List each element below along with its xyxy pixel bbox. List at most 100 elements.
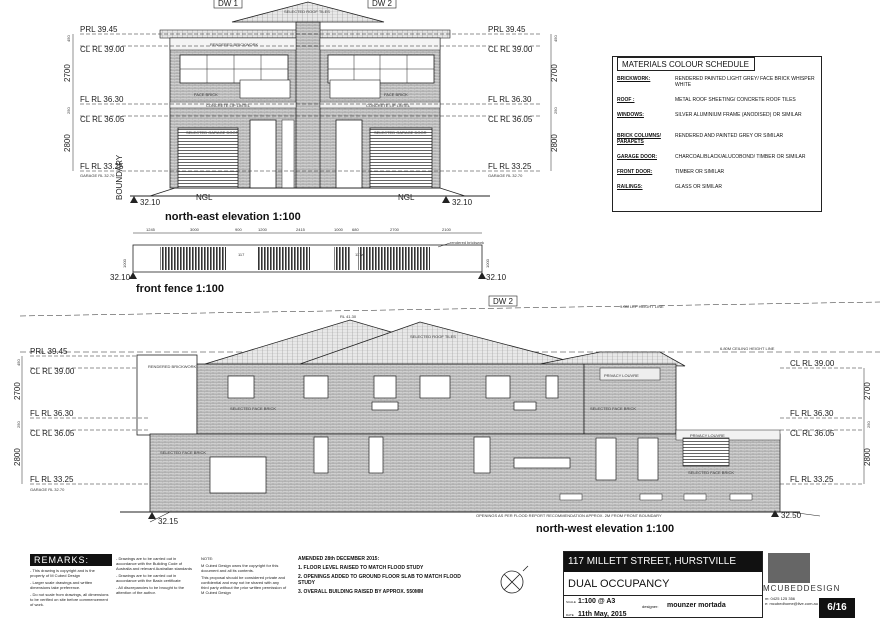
ne-level-cl-lower: CL RL 36.05 [80, 115, 125, 124]
remarks-column-3: NOTE: M Cubed Design owns the copyright … [201, 556, 287, 595]
remark-item: - Larger scale drawings and written dime… [30, 580, 93, 590]
nw-rl-right: 32.50 [781, 511, 802, 520]
nw-flood-note: OPENINGS AS PER FLOOD REPORT RECOMMENDAT… [476, 513, 662, 518]
ne-dim-250-right: 250 [553, 107, 558, 114]
sheet-number: 6/16 [819, 598, 855, 618]
fence-height-right: 1000 [485, 258, 490, 268]
fence-dim-2: 3000 [190, 227, 200, 232]
amendment-item: 1. FLOOR LEVEL RAISED TO MATCH FLOOD STU… [298, 565, 424, 571]
brand-phone: m: 0425 125 356 [765, 596, 796, 601]
ne-dim-450-right: 450 [553, 35, 558, 42]
fence-dim-6: 1000 [334, 227, 344, 232]
schedule-key: BRICKWORK: [617, 76, 651, 82]
ne-ngl-right: NGL [398, 193, 415, 202]
amendments: AMENDED 28th DECEMBER 2015: 1. FLOOR LEV… [298, 556, 468, 595]
fence-number-117a: 117a [355, 252, 364, 257]
drawing-date: 11th May, 2015 [578, 611, 627, 618]
ne-dim-450: 450 [66, 35, 71, 42]
nw-dim-450: 450 [16, 359, 21, 366]
front-fence-elevation: 1245 3000 900 1200 2415 1000 680 2700 21… [110, 227, 507, 295]
nw-level-fl-upper: FL RL 36.30 [30, 409, 74, 418]
ne-elevation-title: north-east elevation 1:100 [165, 211, 301, 223]
nw-note-louvre2: PRIVACY LOUVRE [690, 433, 725, 438]
nw-level-cl-lower-right: CL RL 36.05 [790, 429, 835, 438]
brand-block: MCUBEDDESIGN m: 0425 125 356 e: mcubedho… [763, 551, 890, 618]
schedule-key: RAILINGS: [617, 184, 643, 190]
ne-level-fl-lower: FL RL 33.25 [80, 162, 124, 171]
fence-rl-left: 32.10 [110, 273, 131, 282]
nw-note-brick3: SELECTED FACE BRICK [590, 406, 636, 411]
schedule-value: RENDERED PAINTED LIGHT GREY/ FACE BRICK … [675, 76, 815, 88]
nw-level-fl-lower: FL RL 33.25 [30, 475, 74, 484]
north-east-elevation: 450 2700 250 2800 450 2700 250 2800 PRL … [63, 0, 559, 223]
fence-number-117: 117 [238, 252, 245, 257]
drawing-scale: 1:100 @ A3 [578, 598, 616, 605]
nw-note-brick4: SELECTED FACE BRICK [688, 470, 734, 475]
ne-note-garage2: SELECTED GARAGE DOOR [374, 130, 427, 135]
ne-level-garage: GARAGE RL 32.70 [80, 173, 115, 178]
ne-note-lintel2: CONCRETE LIP LINTEL [366, 103, 411, 108]
fence-dim-5: 2415 [296, 227, 306, 232]
remarks-column-1: - This drawing is copyright and is the p… [30, 568, 110, 607]
remarks-title: REMARKS: [30, 554, 112, 566]
nw-dim-2800: 2800 [13, 448, 22, 466]
north-west-elevation: DW 2 9.0M LEP HEIGHT LINE 6.80M CEILING … [13, 295, 881, 535]
ne-note-garage1: SELECTED GARAGE DOOR [186, 130, 239, 135]
schedule-key: WINDOWS: [617, 112, 644, 118]
remark-item: This proposal should be considered priva… [201, 575, 287, 595]
remark-item: - All discrepancies to be brought to the… [116, 585, 185, 595]
ne-ngl-left: NGL [196, 193, 213, 202]
nw-dim-250: 250 [16, 421, 21, 428]
ne-level-fl-upper-right: FL RL 36.30 [488, 95, 532, 104]
fence-dim-3: 900 [235, 227, 242, 232]
schedule-value: CHARCOAL/BLACK/ALUCOBOND/ TIMBER OR SIMI… [675, 154, 806, 160]
schedule-title: MATERIALS COLOUR SCHEDULE [617, 57, 755, 71]
nw-level-garage: GARAGE RL 32.70 [30, 487, 65, 492]
fence-dim-9: 2100 [442, 227, 452, 232]
nw-rl-left: 32.15 [158, 517, 179, 526]
schedule-value: SILVER ALUMINIUM FRAME (ANODISED) OR SIM… [675, 112, 802, 118]
amendment-item: 2. OPENINGS ADDED TO GROUND FLOOR SLAB T… [298, 574, 461, 586]
remark-item: - Do not scale from drawings, all dimens… [30, 592, 109, 607]
fence-title: front fence 1:100 [136, 283, 224, 295]
fence-dim-1: 1245 [146, 227, 156, 232]
ne-dim-2700: 2700 [63, 64, 72, 82]
ne-dim-2700-right: 2700 [550, 64, 559, 82]
title-block: 117 MILLETT STREET, HURSTVILLE DUAL OCCU… [563, 551, 763, 618]
remark-item: - Drawings are to be carried out in acco… [116, 573, 181, 583]
ne-note-render: RENDERED BRICKWORK [210, 42, 259, 47]
schedule-value: METAL ROOF SHEETING/ CONCRETE ROOF TILES [675, 97, 796, 103]
designer-label: designer: [642, 604, 659, 609]
ne-level-cl-lower-right: CL RL 36.05 [488, 115, 533, 124]
ne-level-cl-upper: CL RL 39.00 [80, 45, 125, 54]
fence-rl-right: 32.10 [486, 273, 507, 282]
nw-level-cl-upper-right: CL RL 39.00 [790, 359, 835, 368]
remarks-column-2: - Drawings are to be carried out in acco… [116, 556, 196, 595]
designer-name: mounzer mortada [667, 602, 726, 609]
fence-dim-7: 680 [352, 227, 359, 232]
ne-level-prl-right: PRL 39.45 [488, 25, 526, 34]
scale-label: SCALE [566, 600, 576, 604]
schedule-key: FRONT DOOR: [617, 169, 653, 175]
schedule-value: RENDERED AND PAINTED GREY OR SIMILAR [675, 133, 784, 139]
ne-dim-250: 250 [66, 107, 71, 114]
materials-colour-schedule: MATERIALS COLOUR SCHEDULE BRICKWORK: REN… [612, 56, 822, 212]
schedule-key: GARAGE DOOR: [617, 154, 657, 160]
brand-email: e: mcubedhome@live.com.au [765, 601, 818, 606]
ne-dim-2800: 2800 [63, 134, 72, 152]
ne-note-brick2: FACE BRICK [384, 92, 408, 97]
nw-ridge-rl: RL 41.30 [340, 314, 357, 319]
project-title: DUAL OCCUPANCY [564, 572, 762, 596]
nw-level-cl-upper: CL RL 39.00 [30, 367, 75, 376]
schedule-key: ROOF : [617, 97, 635, 103]
remark-item: - This drawing is copyright and is the p… [30, 568, 95, 578]
schedule-value: GLASS OR SIMILAR [675, 184, 722, 190]
amendments-title: AMENDED 28th DECEMBER 2015: [298, 556, 380, 562]
nw-level-cl-lower: CL RL 36.05 [30, 429, 75, 438]
ne-level-garage-right: GARAGE RL 32.70 [488, 173, 523, 178]
nw-lep-line: 9.0M LEP HEIGHT LINE [620, 304, 664, 309]
brand-name: MCUBEDDESIGN [763, 584, 841, 593]
ne-roof-note: SELECTED ROOF TILES [284, 9, 330, 14]
nw-level-fl-lower-right: FL RL 33.25 [790, 475, 834, 484]
fence-dim-8: 2700 [390, 227, 400, 232]
